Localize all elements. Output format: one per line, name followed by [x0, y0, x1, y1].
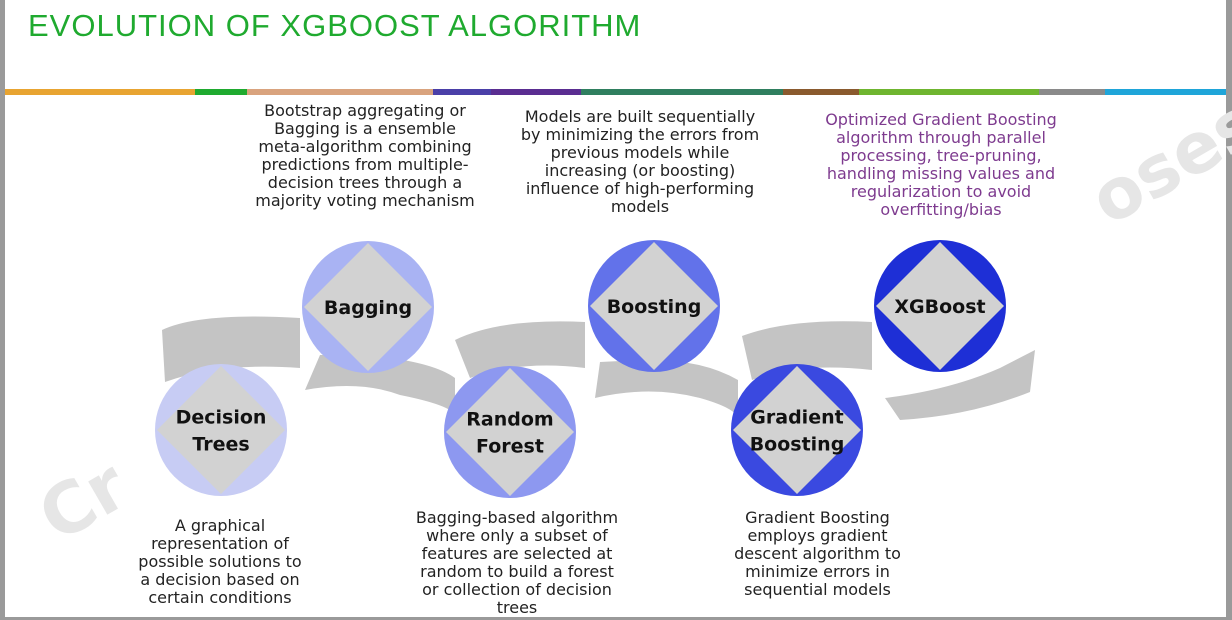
- description-line: majority voting mechanism: [255, 191, 475, 210]
- connector-arrow-1: [162, 316, 300, 382]
- description-line: processing, tree-pruning,: [840, 146, 1042, 165]
- description-line: previous models while: [550, 143, 730, 162]
- description-line: Gradient Boosting: [745, 508, 890, 527]
- description-line: influence of high-performing: [525, 179, 755, 198]
- description-line: where only a subset of: [426, 526, 608, 545]
- frame-left-border: [0, 0, 5, 620]
- color-bar-segment: [491, 89, 581, 95]
- stage-diamond: [876, 242, 1004, 370]
- description-line: Optimized Gradient Boosting: [825, 110, 1057, 129]
- description-line: random to build a forest: [420, 562, 614, 581]
- description-line: predictions from multiple-: [261, 155, 469, 174]
- description-line: possible solutions to: [138, 552, 302, 571]
- stage-diamond: [304, 243, 432, 371]
- stage-node-boosting: Boosting: [588, 240, 720, 372]
- description-line: or collection of decision: [422, 580, 612, 599]
- stage-label: Decision: [176, 407, 267, 429]
- color-bar-segment: [581, 89, 681, 95]
- stage-label: Boosting: [750, 434, 845, 456]
- color-bar-segment: [1039, 89, 1105, 95]
- description-line: descent algorithm to: [734, 544, 901, 563]
- description-line: sequential models: [744, 580, 891, 599]
- color-bar-segment: [433, 89, 491, 95]
- description-line: overfitting/bias: [880, 200, 1002, 219]
- color-bar-segment: [5, 89, 195, 95]
- description-line: algorithm through parallel: [836, 128, 1046, 147]
- description-line: increasing (or boosting): [544, 161, 736, 180]
- stage-diamond: [446, 368, 574, 496]
- stage-label: Bagging: [324, 297, 412, 319]
- description-line: Models are built sequentially: [524, 107, 756, 126]
- description-line: models: [610, 197, 670, 216]
- description-line: by minimizing the errors from: [520, 125, 760, 144]
- frame-bottom-border: [0, 617, 1232, 620]
- color-bar-segment: [783, 89, 859, 95]
- description-line: certain conditions: [148, 588, 292, 607]
- slide-title: EVOLUTION OF XGBOOST ALGORITHM: [28, 8, 642, 43]
- color-bar-segment: [681, 89, 783, 95]
- stage-label: XGBoost: [894, 296, 985, 318]
- connector-arrow-3: [455, 321, 585, 378]
- stage-diamond: [590, 242, 718, 370]
- description-line: Bootstrap aggregating or: [264, 101, 466, 120]
- stage-diamond: [733, 366, 861, 494]
- description-line: regularization to avoid: [850, 182, 1032, 201]
- description-line: representation of: [151, 534, 289, 553]
- stage-label: Forest: [476, 436, 544, 458]
- color-bar-segment: [247, 89, 433, 95]
- description-line: a decision based on: [140, 570, 300, 589]
- description-line: A graphical: [174, 516, 266, 535]
- stage-node-xgboost: XGBoost: [874, 240, 1006, 372]
- description-line: features are selected at: [421, 544, 613, 563]
- description-line: Bagging is a ensemble: [274, 119, 456, 138]
- connector-arrow-6: [885, 350, 1035, 420]
- stage-label: Boosting: [607, 296, 702, 318]
- frame-right-border: [1226, 0, 1232, 620]
- description-line: employs gradient: [747, 526, 888, 545]
- description-line: handling missing values and: [826, 164, 1056, 183]
- stage-label: Trees: [192, 434, 249, 456]
- color-bar-segment: [1105, 89, 1226, 95]
- stage-label: Random: [466, 409, 553, 431]
- connector-arrow-5: [742, 321, 872, 380]
- description-line: meta-algorithm combining: [258, 137, 472, 156]
- description-line: decision trees through a: [267, 173, 463, 192]
- description-line: Bagging-based algorithm: [415, 508, 619, 527]
- color-bar-segment: [859, 89, 1039, 95]
- connector-arrow-4: [595, 359, 738, 418]
- color-bar: [5, 89, 1226, 95]
- connector-arrow-2: [305, 355, 455, 415]
- description-line: trees: [496, 598, 538, 617]
- color-bar-segment: [195, 89, 247, 95]
- stage-label: Gradient: [750, 407, 843, 429]
- description-line: minimize errors in: [745, 562, 890, 581]
- stage-node-bagging: Bagging: [302, 241, 434, 373]
- stage-diamond: [157, 366, 285, 494]
